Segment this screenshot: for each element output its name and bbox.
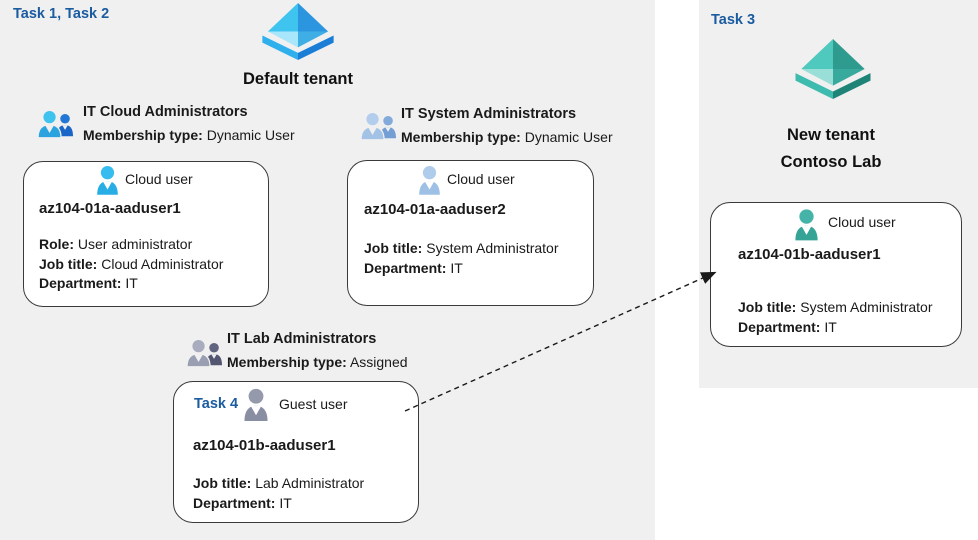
jobtitle-label: Job title: [364, 240, 423, 256]
guest-user-icon [244, 388, 268, 421]
department-label: Department: [193, 494, 276, 511]
jobtitle-value: Lab Administrator [255, 475, 365, 491]
group-icon-system-admins [361, 111, 396, 140]
department-label: Department: [364, 259, 447, 276]
membership-type-value: Assigned [349, 354, 408, 370]
user-card-aaduser2: Cloud user az104-01a-aaduser2 Job title:… [347, 160, 594, 306]
user-department-line: Department: IT [39, 274, 223, 294]
username: az104-01b-aaduser1 [738, 246, 881, 263]
membership-type-value: Dynamic User [206, 127, 295, 143]
task-4-label: Task 4 [194, 396, 239, 412]
jobtitle-label: Job title: [39, 255, 98, 272]
cloud-user-icon [795, 209, 818, 241]
jobtitle-label: Job title: [738, 299, 797, 315]
user-jobtitle-line: Job title: Cloud Administrator [39, 255, 223, 275]
azure-ad-new-tenant-icon [795, 39, 871, 99]
membership-type-value: Dynamic User [524, 129, 613, 145]
user-jobtitle-line: Job title: Lab Administrator [193, 474, 364, 494]
user-role-line: Role: User administrator [39, 235, 223, 255]
role-value: User administrator [77, 236, 193, 252]
group-name-cloud-admins: IT Cloud Administrators [83, 104, 248, 120]
user-details: Role: User administrator Job title: Clou… [39, 235, 223, 294]
group-membership-lab-admins: Membership type: Assigned [227, 354, 408, 370]
group-icon-cloud-admins [38, 109, 73, 138]
user-jobtitle-line: Job title: System Administrator [364, 239, 559, 259]
department-label: Department: [39, 275, 122, 291]
jobtitle-label: Job title: [193, 475, 252, 491]
user-type-label: Guest user [279, 396, 348, 412]
membership-type-label: Membership type: [83, 127, 203, 143]
username: az104-01b-aaduser1 [193, 437, 336, 454]
user-jobtitle-line: Job title: System Administrator [738, 298, 933, 318]
group-membership-system-admins: Membership type: Dynamic User [401, 129, 613, 145]
group-icon-lab-admins [187, 338, 222, 367]
task-1-2-label: Task 1, Task 2 [13, 6, 110, 22]
user-type-label: Cloud user [125, 171, 193, 187]
user-type-label: Cloud user [447, 171, 515, 187]
default-tenant-title: Default tenant [242, 70, 353, 88]
jobtitle-value: System Administrator [800, 299, 933, 315]
membership-type-label: Membership type: [401, 129, 521, 145]
user-type-label: Cloud user [828, 214, 896, 230]
user-details: Job title: System Administrator Departme… [364, 239, 559, 278]
task-3-label: Task 3 [711, 12, 756, 28]
jobtitle-value: Cloud Administrator [101, 255, 224, 272]
department-value: IT [125, 275, 138, 291]
department-value: IT [824, 318, 837, 335]
jobtitle-value: System Administrator [426, 240, 559, 256]
azure-ad-tenant-icon [262, 3, 334, 60]
cloud-user-icon [419, 166, 440, 195]
role-label: Role: [39, 236, 74, 252]
username: az104-01a-aaduser2 [364, 201, 506, 218]
user-department-line: Department: IT [193, 494, 364, 514]
user-card-aaduser1: Cloud user az104-01a-aaduser1 Role: User… [23, 161, 269, 307]
department-label: Department: [738, 318, 821, 335]
department-value: IT [279, 494, 292, 511]
username: az104-01a-aaduser1 [39, 200, 181, 217]
user-department-line: Department: IT [738, 318, 933, 338]
cloud-user-icon [97, 166, 118, 195]
new-tenant-title-line1: New tenant [786, 126, 875, 144]
department-value: IT [450, 259, 463, 276]
group-name-lab-admins: IT Lab Administrators [227, 331, 377, 347]
group-name-system-admins: IT System Administrators [401, 106, 577, 122]
new-tenant-title: New tenant Contoso Lab [731, 122, 931, 176]
user-details: Job title: Lab Administrator Department:… [193, 474, 364, 513]
guest-user-card: Task 4 Guest user az104-01b-aaduser1 Job… [173, 381, 419, 523]
group-membership-cloud-admins: Membership type: Dynamic User [83, 127, 295, 143]
user-details: Job title: System Administrator Departme… [738, 298, 933, 337]
new-tenant-title-line2: Contoso Lab [780, 153, 882, 171]
user-department-line: Department: IT [364, 259, 559, 279]
new-tenant-user-card: Cloud user az104-01b-aaduser1 Job title:… [710, 202, 962, 347]
membership-type-label: Membership type: [227, 354, 347, 370]
